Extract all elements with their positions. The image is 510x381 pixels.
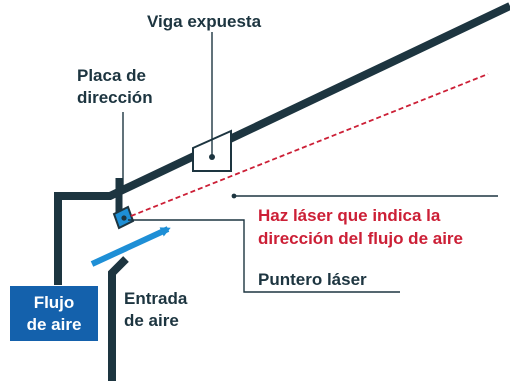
label-laser-pointer: Puntero láser [258,270,367,289]
leader-laser-pointer [128,219,400,293]
leader-laser-beam-dot [231,193,237,199]
roof-structure [54,2,510,285]
label-exposed-beam: Viga expuesta [147,12,262,31]
air-flow-arrow [90,226,171,267]
label-air-inlet-line2: de aire [124,311,179,330]
label-direction-plate-line1: Placa de [77,66,146,85]
laser-beam [130,73,489,217]
label-air-flow-line2: de aire [27,315,82,334]
air-inlet-duct [108,256,129,381]
label-laser-beam-line1: Haz láser que indica la [258,206,441,225]
label-direction-plate-line2: dirección [77,88,153,107]
label-air-inlet-line1: Entrada [124,289,188,308]
laser-pointer-dot [121,215,127,221]
air-flow-badge [10,286,98,341]
label-air-flow-line1: Flujo [34,293,75,312]
label-laser-beam-line2: dirección del flujo de aire [258,229,463,248]
